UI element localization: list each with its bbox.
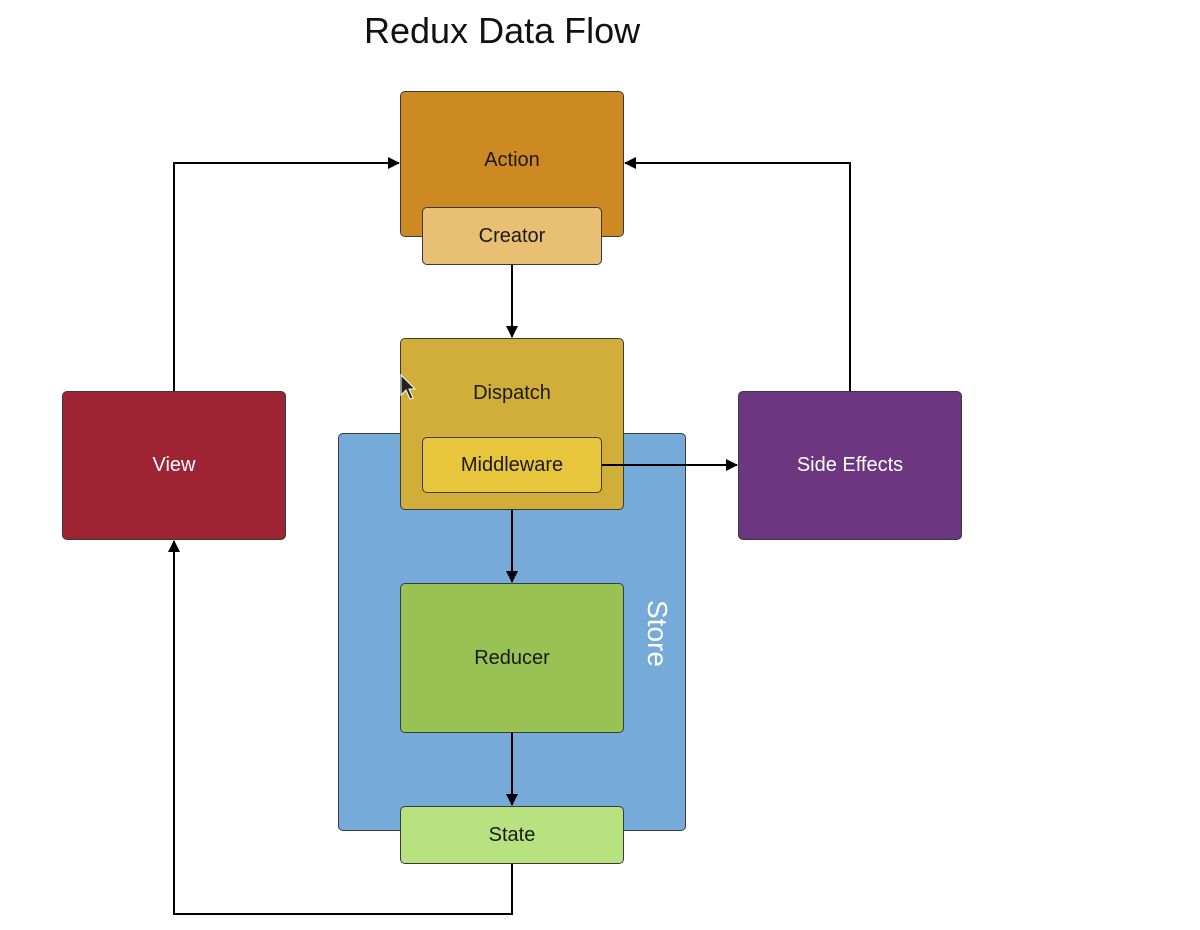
diagram-title: Redux Data Flow	[364, 10, 641, 51]
state-node: State	[400, 806, 624, 864]
view-node: View	[62, 391, 286, 540]
edge-side-effects-to-action	[624, 157, 851, 391]
edge-state-to-view	[168, 540, 513, 915]
edge-view-to-action	[173, 157, 400, 391]
mouse-cursor-icon	[400, 373, 417, 400]
